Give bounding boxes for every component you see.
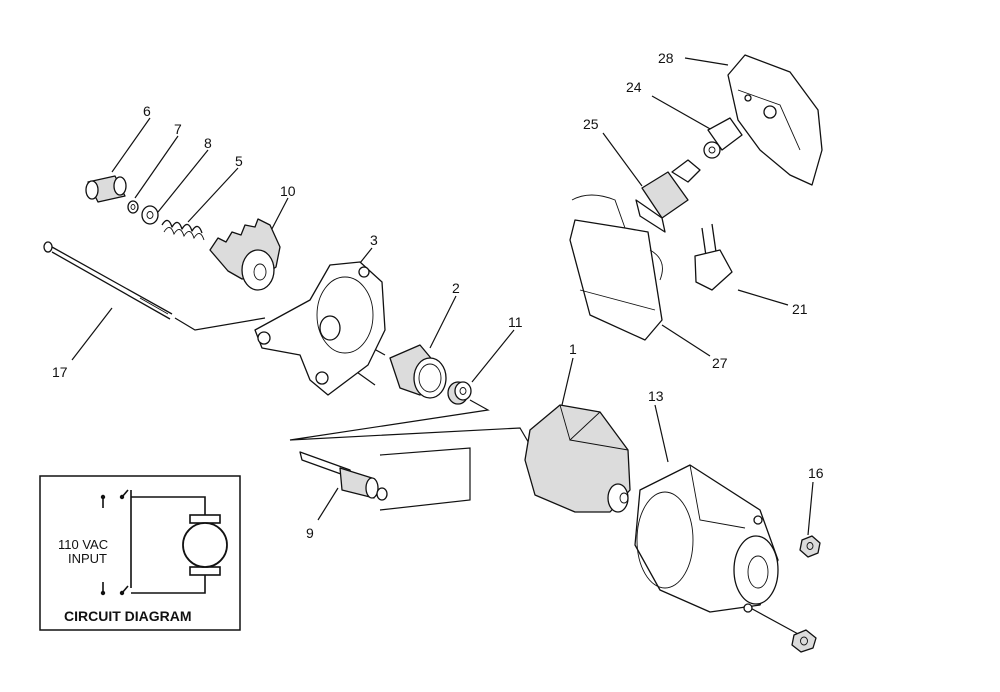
part-8-seal <box>141 205 159 225</box>
part-25-switch <box>635 159 701 233</box>
part-28-cover <box>727 54 823 186</box>
part-6-sleeve <box>85 175 127 203</box>
circuit-input-label: INPUT <box>68 551 107 566</box>
circuit-diagram: 110 VAC INPUT CIRCUIT DIAGRAM <box>39 475 241 631</box>
part-24-lamp <box>703 117 743 159</box>
callout-2: 2 <box>452 280 460 296</box>
circuit-input-voltage: 110 VAC <box>58 537 108 552</box>
motor-brush-bottom <box>189 566 221 576</box>
part-21-connector <box>694 223 733 291</box>
callout-24: 24 <box>626 79 642 95</box>
part-16-nut-lower <box>791 629 817 653</box>
callout-9: 9 <box>306 525 314 541</box>
part-17-through-bolt <box>43 241 173 320</box>
callout-6: 6 <box>143 103 151 119</box>
part-3-housing <box>254 261 386 396</box>
part-1-motor-block <box>524 404 631 513</box>
part-5-spring <box>161 219 205 241</box>
callout-3: 3 <box>370 232 378 248</box>
callout-numbers: 6 7 8 5 10 3 2 11 1 13 16 17 9 21 24 25 … <box>52 50 824 541</box>
motor-symbol <box>182 522 228 568</box>
part-16-nut-upper <box>799 535 821 558</box>
callout-10: 10 <box>280 183 296 199</box>
callout-21: 21 <box>792 301 808 317</box>
callout-5: 5 <box>235 153 243 169</box>
callout-13: 13 <box>648 388 664 404</box>
callout-17: 17 <box>52 364 68 380</box>
part-11-bushing <box>447 381 472 405</box>
callout-11: 11 <box>508 314 523 330</box>
part-13-motor <box>634 464 779 613</box>
callout-27: 27 <box>712 355 728 371</box>
callout-1: 1 <box>569 341 577 357</box>
callout-16: 16 <box>808 465 824 481</box>
callout-25: 25 <box>583 116 599 132</box>
part-9-shaft <box>299 451 388 501</box>
part-10-gear <box>209 218 281 291</box>
motor-brush-top <box>189 514 221 524</box>
callout-8: 8 <box>204 135 212 151</box>
part-2-cup <box>389 344 447 399</box>
callout-28: 28 <box>658 50 674 66</box>
circuit-diagram-title: CIRCUIT DIAGRAM <box>64 608 192 624</box>
part-27-control-box <box>569 194 663 341</box>
part-7-washer <box>127 200 139 214</box>
callout-7: 7 <box>174 121 182 137</box>
circuit-diagram-frame <box>39 475 241 631</box>
